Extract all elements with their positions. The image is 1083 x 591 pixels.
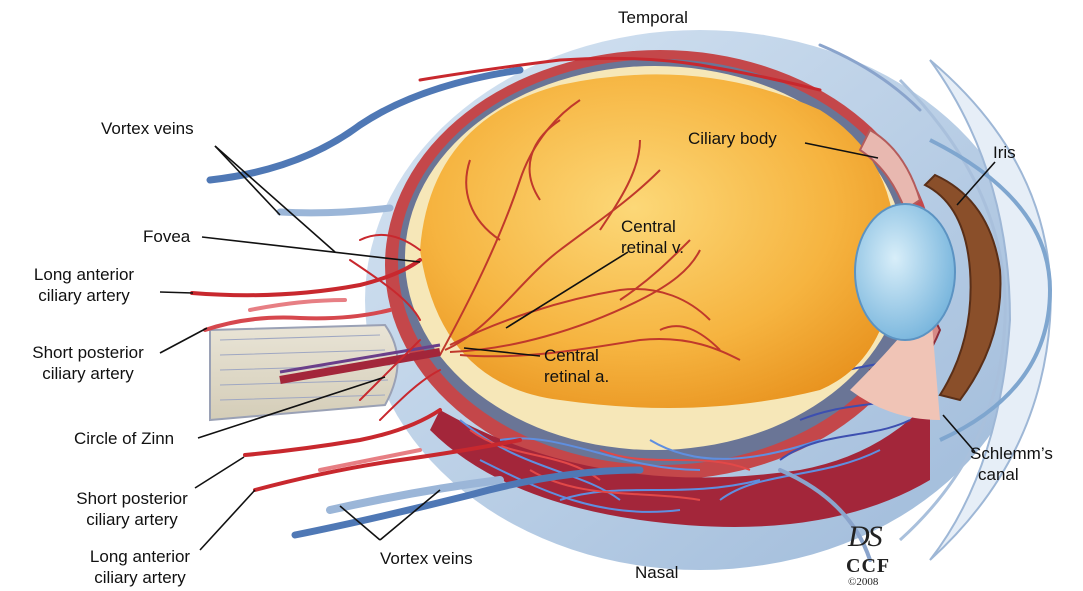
label-short-posterior-top-line1: Short posterior	[12, 342, 164, 363]
label-schlemms-canal-line1: Schlemm’s	[970, 443, 1053, 464]
label-short-posterior-bottom-line2: ciliary artery	[56, 509, 208, 530]
label-short-posterior-bottom-line1: Short posterior	[56, 488, 208, 509]
label-nasal: Nasal	[635, 562, 678, 583]
signature-year: ©2008	[848, 576, 878, 588]
label-schlemms-canal: Schlemm’s canal	[970, 443, 1053, 485]
signature-initials: DS	[848, 520, 881, 554]
leader-vortex-top-2	[215, 146, 335, 252]
label-vortex-veins-bottom: Vortex veins	[380, 548, 473, 569]
label-central-retinal-v-line2: retinal v.	[621, 237, 684, 258]
label-short-posterior-top: Short posterior ciliary artery	[12, 342, 164, 384]
label-ciliary-body: Ciliary body	[688, 128, 777, 149]
label-short-posterior-bottom: Short posterior ciliary artery	[56, 488, 208, 530]
label-central-retinal-v-line1: Central	[621, 216, 684, 237]
label-short-posterior-top-line2: ciliary artery	[12, 363, 164, 384]
label-schlemms-canal-line2: canal	[970, 464, 1053, 485]
label-long-anterior-top-line2: ciliary artery	[8, 285, 160, 306]
label-temporal: Temporal	[618, 7, 688, 28]
label-central-retinal-a-line2: retinal a.	[544, 366, 609, 387]
label-long-anterior-top-line1: Long anterior	[8, 264, 160, 285]
signature-org: CCF	[846, 555, 890, 578]
label-vortex-veins-top: Vortex veins	[101, 118, 194, 139]
label-circle-of-zinn: Circle of Zinn	[74, 428, 174, 449]
label-long-anterior-bottom: Long anterior ciliary artery	[64, 546, 216, 588]
leader-long-anterior-bottom	[200, 490, 255, 550]
label-long-anterior-bottom-line2: ciliary artery	[64, 567, 216, 588]
label-fovea: Fovea	[143, 226, 190, 247]
label-long-anterior-bottom-line1: Long anterior	[64, 546, 216, 567]
label-central-retinal-v: Central retinal v.	[621, 216, 684, 258]
label-long-anterior-top: Long anterior ciliary artery	[8, 264, 160, 306]
label-central-retinal-a: Central retinal a.	[544, 345, 609, 387]
leader-short-posterior-top	[160, 328, 207, 353]
leader-short-posterior-bottom	[195, 457, 244, 488]
leader-long-anterior-top	[160, 292, 193, 293]
lens	[855, 204, 955, 340]
label-central-retinal-a-line1: Central	[544, 345, 609, 366]
label-iris: Iris	[993, 142, 1016, 163]
